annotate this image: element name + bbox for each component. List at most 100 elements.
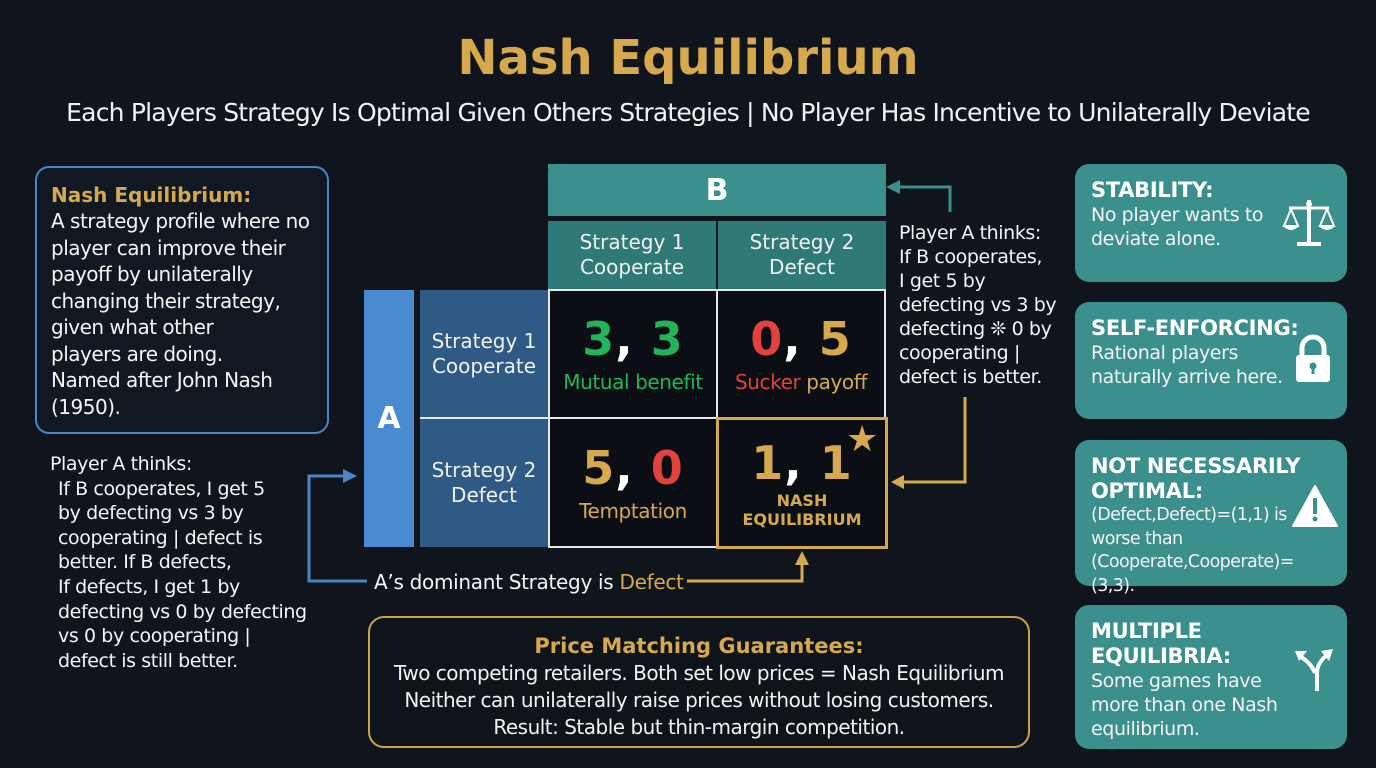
column-header-line: Strategy 2 — [749, 230, 855, 254]
card-multiple-equilibria: MULTIPLE EQUILIBRIA: Some games have mor… — [1075, 605, 1347, 749]
definition-box: Nash Equilibrium: A strategy profile whe… — [35, 166, 329, 434]
lock-icon — [1296, 334, 1330, 382]
dominant-strategy-caption: A’s dominant Strategy is Defect — [374, 570, 684, 594]
reasoning-heading: Player A thinks: — [50, 453, 192, 475]
cell-label: Sucker payoff — [735, 369, 867, 395]
cell-nash-equilibrium: 1, 1 NASH EQUILIBRIUM — [716, 417, 888, 549]
payoff-value: 5, 0 — [582, 442, 684, 494]
nash-label-line: EQUILIBRIUM — [742, 510, 862, 529]
reasoning-line: If B cooperates, — [899, 246, 1042, 268]
card-title: EQUILIBRIA: — [1091, 644, 1231, 668]
card-text: No player wants to — [1091, 204, 1264, 226]
price-box-line: Neither can unilaterally raise prices wi… — [404, 688, 994, 712]
reasoning-line: vs 0 by cooperating | — [58, 625, 251, 648]
cell-label: Mutual benefit — [563, 370, 703, 394]
card-title: NOT NECESSARILY — [1091, 454, 1301, 478]
left-player-a-reasoning: Player A thinks: If B cooperates, I get … — [50, 452, 330, 673]
payoff-b: 3 — [650, 312, 684, 366]
reasoning-line: If B cooperates, I get 5 — [58, 477, 265, 500]
payoff-comma: , — [783, 312, 802, 366]
definition-line: Named after John Nash — [51, 368, 273, 392]
definition-line: payoff by unilaterally — [51, 262, 253, 286]
player-a-header: A — [364, 290, 414, 547]
nash-label: NASH EQUILIBRIUM — [742, 491, 861, 529]
cell-cooperate-defect: 0, 5 Sucker payoff — [716, 289, 886, 419]
payoff-comma: , — [784, 436, 803, 490]
reasoning-line: defecting ❊ 0 by — [899, 318, 1052, 340]
price-box-line: Result: Stable but thin-margin competiti… — [493, 715, 905, 739]
scale-icon — [1282, 200, 1336, 246]
page-title: Nash Equilibrium — [457, 30, 919, 86]
price-box-title: Price Matching Guarantees: — [534, 634, 864, 658]
payoff-a: 0 — [750, 312, 784, 366]
card-text: naturally arrive here. — [1091, 366, 1283, 388]
card-text: equilibrium. — [1091, 718, 1200, 740]
cell-label-part: Sucker — [734, 370, 801, 394]
dominant-prefix: A’s dominant Strategy is — [374, 570, 620, 594]
definition-line: changing their strategy, — [51, 288, 281, 313]
card-text: more than one Nash — [1091, 694, 1278, 716]
reasoning-line: cooperating | — [899, 342, 1020, 364]
payoff-b: 1 — [819, 436, 853, 490]
column-header-line: Strategy 1 — [579, 230, 685, 254]
card-title: STABILITY: — [1091, 178, 1214, 202]
card-text: worse than — [1091, 528, 1183, 549]
card-not-necessarily-optimal: NOT NECESSARILY OPTIMAL: (Defect,Defect)… — [1075, 440, 1347, 596]
row-header-defect: Strategy 2 Defect — [420, 419, 548, 547]
reasoning-line: defect is better. — [899, 366, 1042, 388]
column-header-defect: Strategy 2 Defect — [718, 221, 886, 289]
price-box-line: Two competing retailers. Both set low pr… — [393, 661, 1005, 685]
row-header-cooperate: Strategy 1 Cooperate — [420, 290, 548, 417]
reasoning-line: I get 5 by — [899, 270, 986, 292]
reasoning-line: by defecting vs 3 by — [58, 502, 244, 525]
payoff-b: 0 — [650, 440, 684, 495]
payoff-a: 1 — [751, 436, 785, 490]
payoff-value: 0, 5 — [750, 313, 852, 365]
row-header-line: Strategy 1 — [431, 328, 537, 353]
card-title: MULTIPLE — [1091, 619, 1202, 643]
definition-line: player can improve their — [51, 235, 286, 260]
card-self-enforcing: SELF-ENFORCING: Rational players natural… — [1075, 302, 1347, 419]
right-player-a-reasoning: Player A thinks: If B cooperates, I get … — [899, 221, 1069, 389]
reasoning-line: defecting vs 3 by — [899, 294, 1057, 316]
warning-icon — [1292, 485, 1338, 527]
definition-line: A strategy profile where no — [51, 209, 310, 233]
reasoning-line: better. If B defects, — [58, 551, 232, 574]
row-header-line: Cooperate — [431, 353, 537, 378]
payoff-value: 3, 3 — [582, 313, 684, 365]
cell-defect-cooperate: 5, 0 Temptation — [548, 417, 718, 548]
definition-line: given what other — [51, 315, 214, 339]
card-text: Some games have — [1091, 670, 1262, 692]
card-text: (Cooperate,Cooperate)=(3,3). — [1091, 552, 1294, 596]
cell-cooperate-cooperate: 3, 3 Mutual benefit — [548, 289, 718, 419]
card-text: (Defect,Defect)=(1,1) is — [1091, 505, 1287, 525]
payoff-comma: , — [615, 312, 634, 366]
payoff-a: 5 — [582, 440, 616, 495]
column-header-line: Cooperate — [579, 255, 685, 279]
cell-label-part: payoff — [800, 370, 868, 394]
fork-arrows-icon — [1295, 649, 1333, 691]
payoff-value: 1, 1 — [751, 437, 853, 489]
reasoning-line: defecting vs 0 by defecting — [58, 600, 307, 623]
reasoning-line: If defects, I get 1 by — [58, 575, 240, 598]
reasoning-line: defect is still better. — [58, 649, 238, 672]
cell-label: Temptation — [579, 498, 687, 523]
card-title: SELF-ENFORCING: — [1091, 316, 1299, 340]
payoff-a: 3 — [582, 312, 616, 366]
card-stability: STABILITY: No player wants to deviate al… — [1075, 164, 1347, 282]
page-subtitle: Each Players Strategy Is Optimal Given O… — [66, 98, 1310, 127]
card-text: Rational players — [1091, 342, 1239, 364]
card-title: OPTIMAL: — [1091, 479, 1203, 503]
dominant-highlight: Defect — [619, 570, 684, 594]
row-divider — [420, 417, 548, 419]
column-header-line: Defect — [769, 255, 835, 279]
card-text: deviate alone. — [1091, 228, 1221, 250]
column-header-cooperate: Strategy 1 Cooperate — [548, 221, 716, 289]
price-matching-box: Price Matching Guarantees: Two competing… — [368, 616, 1030, 748]
payoff-b: 5 — [818, 312, 852, 366]
row-header-line: Strategy 2 — [431, 458, 537, 482]
row-header-line: Defect — [451, 483, 517, 507]
payoff-comma: , — [615, 440, 634, 495]
reasoning-line: Player A thinks: — [899, 222, 1041, 244]
definition-line: players are doing. — [51, 341, 223, 366]
